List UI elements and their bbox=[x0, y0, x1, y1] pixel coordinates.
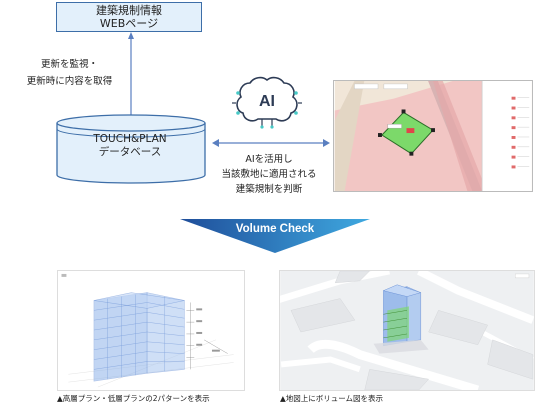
map-volume-view bbox=[279, 270, 535, 391]
database-cylinder-icon bbox=[56, 114, 206, 184]
monitor-line2: 更新時に内容を取得 bbox=[26, 76, 113, 87]
monitor-description: 更新を監視・ 更新時に内容を取得 bbox=[12, 56, 127, 90]
database-line2: データベース bbox=[98, 146, 162, 158]
ai-description: AIを活用し 当該敷地に適用される 建築規制を判断 bbox=[204, 152, 334, 197]
ai-line1: AIを活用し bbox=[245, 154, 293, 165]
monitor-line1: 更新を監視・ bbox=[40, 59, 98, 70]
vertical-double-arrow bbox=[128, 32, 134, 124]
ai-icon-label: AI bbox=[259, 93, 275, 110]
caption-left: ▲高層プラン・低層プランの2パターンを表示 bbox=[57, 394, 210, 403]
volume-check-arrow-banner bbox=[180, 219, 370, 253]
site-map-screenshot bbox=[333, 80, 533, 192]
web-box-line2: WEBページ bbox=[99, 17, 159, 30]
caption-right: ▲地図上にボリューム図を表示 bbox=[280, 394, 384, 403]
volume-check-label: Volume Check bbox=[235, 223, 315, 235]
database-label: TOUCH&PLAN データベース bbox=[60, 133, 200, 159]
ai-brain-icon: AI bbox=[232, 76, 302, 129]
ai-line3: 建築規制を判断 bbox=[235, 184, 303, 195]
web-box-line1: 建築規制情報 bbox=[96, 4, 162, 17]
building-volume-3d-view bbox=[57, 270, 245, 391]
database-line1: TOUCH&PLAN bbox=[93, 133, 167, 145]
horizontal-double-arrow bbox=[212, 139, 330, 147]
regulation-web-page-box: 建築規制情報 WEBページ bbox=[56, 2, 202, 32]
ai-line2: 当該敷地に適用される bbox=[221, 169, 317, 180]
